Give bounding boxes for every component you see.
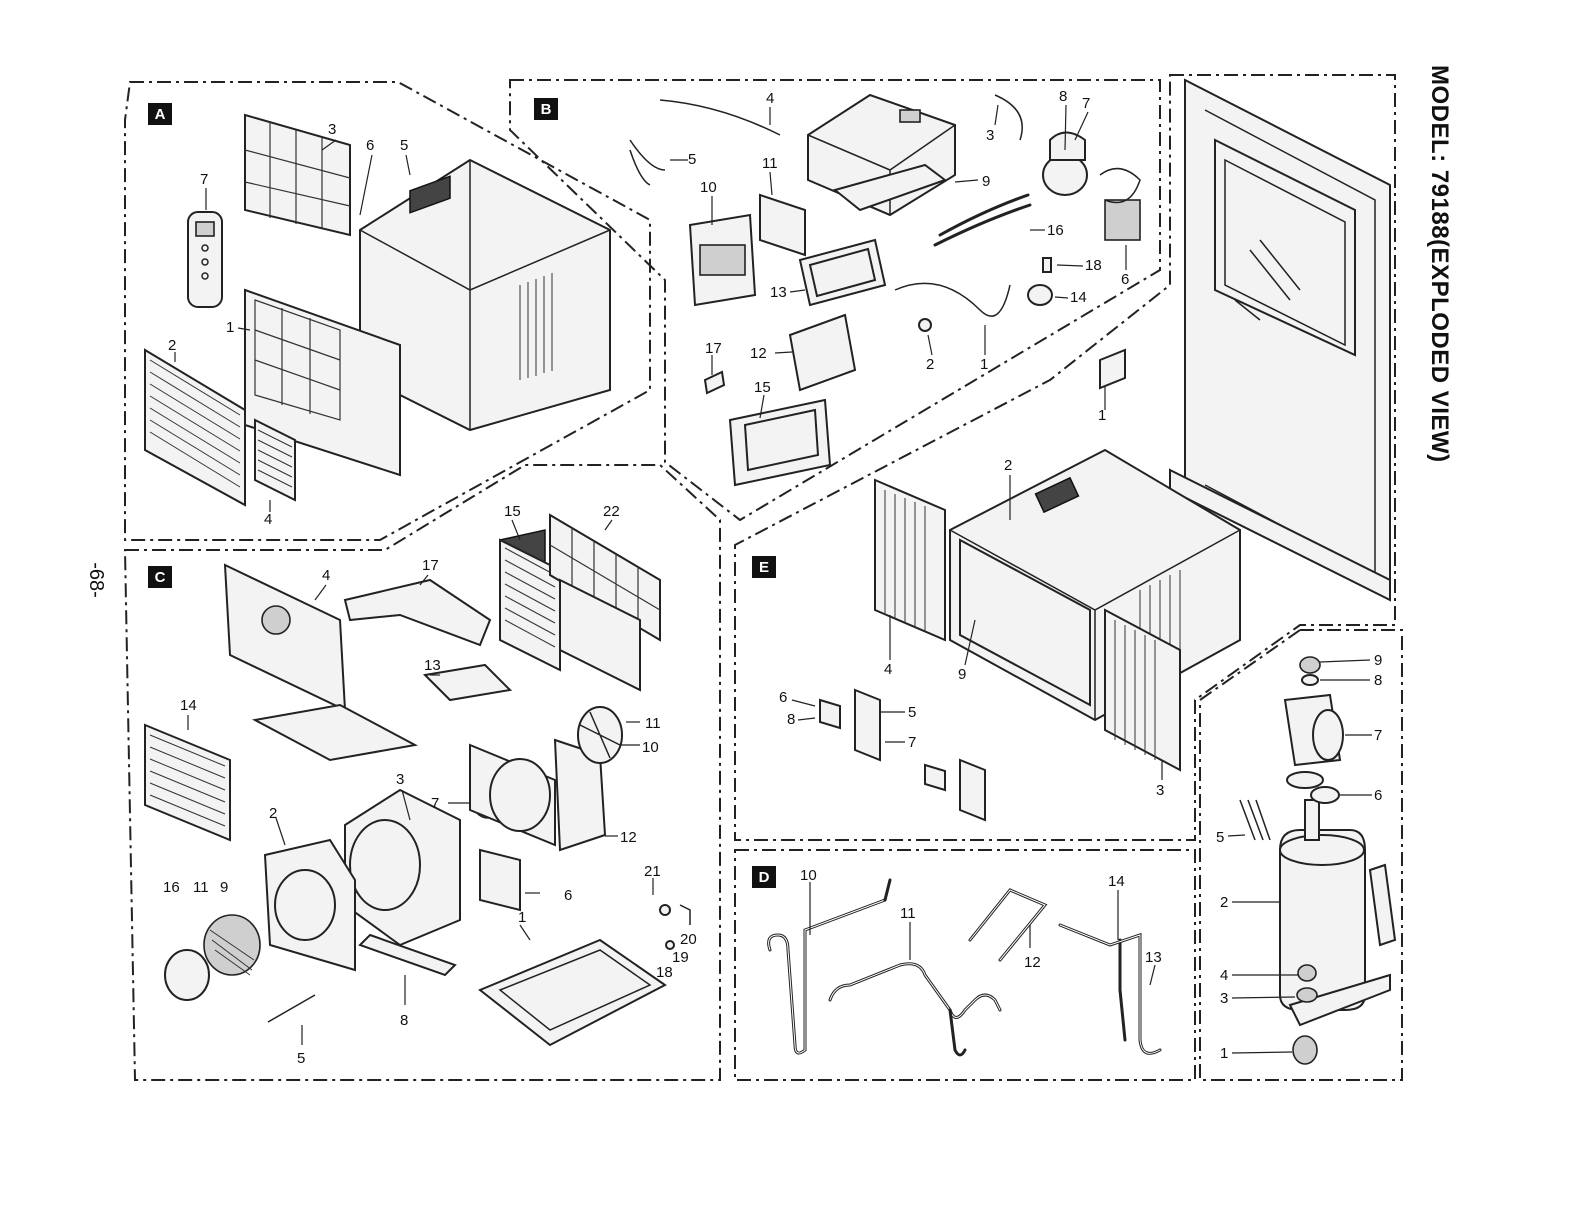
part-number-label: 6 [1121, 271, 1129, 288]
part-number-label: 5 [1216, 829, 1224, 846]
section-letter: A [155, 106, 166, 123]
part-number-label: 3 [1156, 782, 1164, 799]
part-number-label: 2 [168, 337, 176, 354]
section-d-parts: 10 11 12 13 14 [769, 867, 1162, 1055]
part-number-label: 13 [1145, 949, 1162, 966]
part-number-label: 5 [908, 704, 916, 721]
diagram-title: MODEL: 79188(EXPLODED VIEW) [1426, 65, 1453, 463]
section-letter: D [759, 869, 770, 886]
part-number-label: 7 [431, 795, 439, 812]
part-number-label: 1 [226, 319, 234, 336]
part-number-label: 4 [264, 511, 272, 528]
part-number-label: 7 [908, 734, 916, 751]
part-number-label: 4 [1220, 967, 1228, 984]
part-number-label: 3 [1220, 990, 1228, 1007]
part-number-label: 5 [297, 1050, 305, 1067]
part-number-label: 6 [564, 887, 572, 904]
part-number-label: 8 [400, 1012, 408, 1029]
part-number-label: 12 [620, 829, 637, 846]
part-number-label: 6 [1374, 787, 1382, 804]
section-badge-e: E [752, 556, 776, 578]
part-number-label: 2 [269, 805, 277, 822]
part-number-label: 3 [986, 127, 994, 144]
part-number-label: 2 [926, 356, 934, 373]
part-number-label: 2 [1004, 457, 1012, 474]
part-number-label: 4 [322, 567, 330, 584]
part-number-label: 13 [770, 284, 787, 301]
part-number-label: 7 [1374, 727, 1382, 744]
section-letter: E [759, 559, 769, 576]
section-c-parts: 1 2 3 4 5 6 7 8 9 10 11 11 12 13 14 15 1… [145, 503, 697, 1067]
part-number-label: 16 [1047, 222, 1064, 239]
part-number-label: 1 [980, 356, 988, 373]
part-number-label: 16 [163, 879, 180, 896]
part-number-label: 3 [396, 771, 404, 788]
part-number-label: 11 [193, 879, 209, 896]
part-number-label: 17 [705, 340, 722, 357]
part-number-label: 4 [884, 661, 892, 678]
part-number-label: 2 [1220, 894, 1228, 911]
part-number-label: 9 [220, 879, 228, 896]
part-number-label: 11 [645, 715, 661, 732]
part-number-label: 21 [644, 863, 661, 880]
part-number-label: 10 [642, 739, 659, 756]
section-badge-b: B [534, 98, 558, 120]
part-number-label: 14 [1070, 289, 1087, 306]
part-number-label: 10 [800, 867, 817, 884]
part-number-label: 18 [656, 964, 673, 981]
part-number-label: 15 [504, 503, 521, 520]
part-number-label: 13 [424, 657, 441, 674]
section-letter: B [541, 101, 552, 118]
part-number-label: 7 [200, 171, 208, 188]
part-number-label: 15 [754, 379, 771, 396]
part-number-label: 1 [1098, 407, 1106, 424]
part-number-label: 4 [766, 90, 774, 107]
part-number-label: 9 [958, 666, 966, 683]
part-number-label: 11 [900, 905, 916, 922]
compressor-section: 1 2 3 4 5 6 7 8 9 [1216, 652, 1395, 1064]
part-number-label: 19 [672, 949, 689, 966]
part-number-label: 14 [180, 697, 197, 714]
section-badge-c: C [148, 566, 172, 588]
part-number-label: 7 [1082, 95, 1090, 112]
part-number-label: 12 [750, 345, 767, 362]
part-number-label: 5 [688, 151, 696, 168]
part-number-label: 5 [400, 137, 408, 154]
part-number-label: 20 [680, 931, 697, 948]
part-number-label: 9 [1374, 652, 1382, 669]
section-badge-d: D [752, 866, 776, 888]
part-number-label: 22 [603, 503, 620, 520]
part-number-label: 6 [366, 137, 374, 154]
section-letter: C [155, 569, 166, 586]
part-number-label: 8 [787, 711, 795, 728]
part-number-label: 6 [779, 689, 787, 706]
section-badge-a: A [148, 103, 172, 125]
part-number-label: 1 [1220, 1045, 1228, 1062]
page-number: -68- [85, 562, 107, 598]
part-number-label: 8 [1374, 672, 1382, 689]
part-labels-d: 10 11 12 13 14 [800, 867, 1162, 971]
part-number-label: 10 [700, 179, 717, 196]
section-a-parts: 1 2 3 4 5 6 7 [145, 115, 610, 528]
part-number-label: 9 [982, 173, 990, 190]
part-number-label: 12 [1024, 954, 1041, 971]
part-number-label: 8 [1059, 88, 1067, 105]
section-b-parts: 1 1 2 3 4 5 6 7 8 9 10 11 12 13 14 15 16… [630, 88, 1140, 485]
part-number-label: 18 [1085, 257, 1102, 274]
part-number-label: 3 [328, 121, 336, 138]
part-number-label: 11 [762, 155, 778, 172]
part-number-label: 17 [422, 557, 439, 574]
part-number-label: 1 [518, 909, 526, 926]
part-number-label: 14 [1108, 873, 1125, 890]
